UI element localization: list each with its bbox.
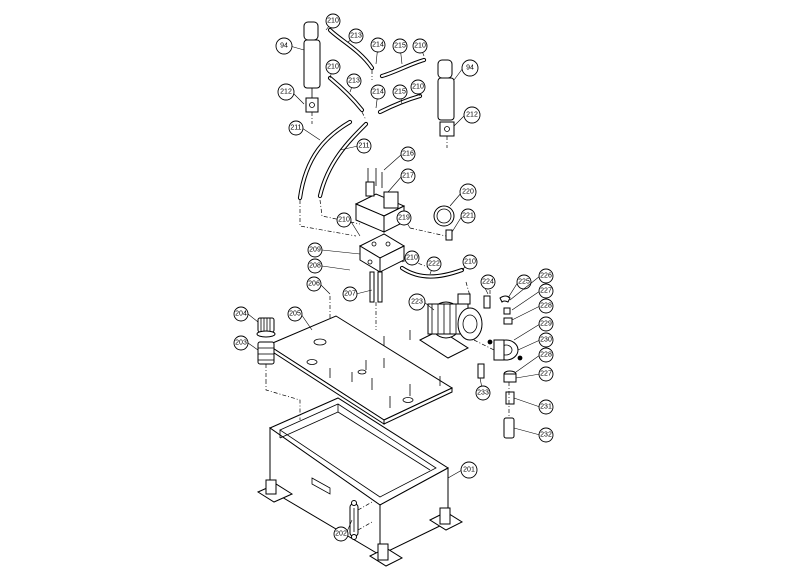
suction-pipe [503, 370, 517, 439]
callout-label: 213 [348, 78, 360, 85]
callout-label: 227 [540, 371, 552, 378]
callout-label: 222 [428, 261, 440, 268]
callout-label: 233 [477, 390, 489, 397]
callout-label: 210 [406, 255, 418, 262]
callouts: 210 94 213 214 215 210 212 210 213 214 2… [233, 13, 554, 542]
callout-label: 220 [462, 189, 474, 196]
solenoid-valve [354, 168, 406, 233]
level-gauge [349, 500, 373, 540]
callout-label: 231 [540, 404, 552, 411]
callout-label: 229 [540, 321, 552, 328]
callout-label: 210 [412, 84, 424, 91]
callout-label: 210 [338, 217, 350, 224]
cylinder-right [437, 59, 455, 137]
callout-label: 212 [280, 89, 292, 96]
callout-label: 206 [308, 281, 320, 288]
callout-label: 94 [280, 43, 288, 50]
callout-label: 211 [290, 125, 301, 132]
tank-cover-plate [266, 315, 454, 425]
callout-label: 210 [327, 18, 339, 25]
callout-label: 210 [464, 259, 476, 266]
callout-label: 232 [540, 432, 552, 439]
callout-label: 214 [372, 89, 384, 96]
callout-label: 207 [344, 291, 356, 298]
callout-label: 201 [463, 467, 475, 474]
hoses [297, 27, 465, 279]
callout-label: 227 [540, 288, 552, 295]
callout-label: 208 [309, 263, 321, 270]
electric-motor [418, 293, 483, 359]
callout-label: 219 [398, 215, 410, 222]
callout-label: 211 [358, 143, 369, 150]
hydraulic-tank [256, 397, 464, 567]
hydraulic-pump [487, 339, 523, 361]
callout-label: 210 [414, 43, 426, 50]
callout-label: 228 [540, 352, 552, 359]
callout-label: 202 [335, 531, 347, 538]
callout-label: 216 [402, 151, 414, 158]
callout-label: 224 [482, 279, 494, 286]
pressure-gauge [409, 205, 455, 241]
filler-cap [256, 317, 276, 338]
callout-label: 205 [289, 311, 301, 318]
valve-manifold [358, 233, 406, 303]
callout-label: 210 [327, 64, 339, 71]
callout-label: 221 [462, 213, 474, 220]
pump-fittings [477, 295, 513, 379]
callout-label: 204 [235, 311, 247, 318]
callout-label: 94 [466, 65, 474, 72]
callout-label: 217 [402, 173, 414, 180]
callout-label: 213 [350, 33, 362, 40]
callout-label: 230 [540, 337, 552, 344]
callout-label: 225 [518, 279, 530, 286]
callout-label: 212 [466, 112, 478, 119]
suction-strainer [257, 341, 275, 380]
cylinder-left [303, 21, 321, 113]
callout-label: 203 [235, 340, 247, 347]
callout-label: 228 [540, 303, 552, 310]
callout-label: 215 [394, 89, 406, 96]
callout-label: 223 [411, 299, 423, 306]
callout-label: 214 [372, 42, 384, 49]
callout-label: 215 [394, 43, 406, 50]
callout-label: 226 [540, 273, 552, 280]
callout-label: 209 [309, 247, 321, 254]
